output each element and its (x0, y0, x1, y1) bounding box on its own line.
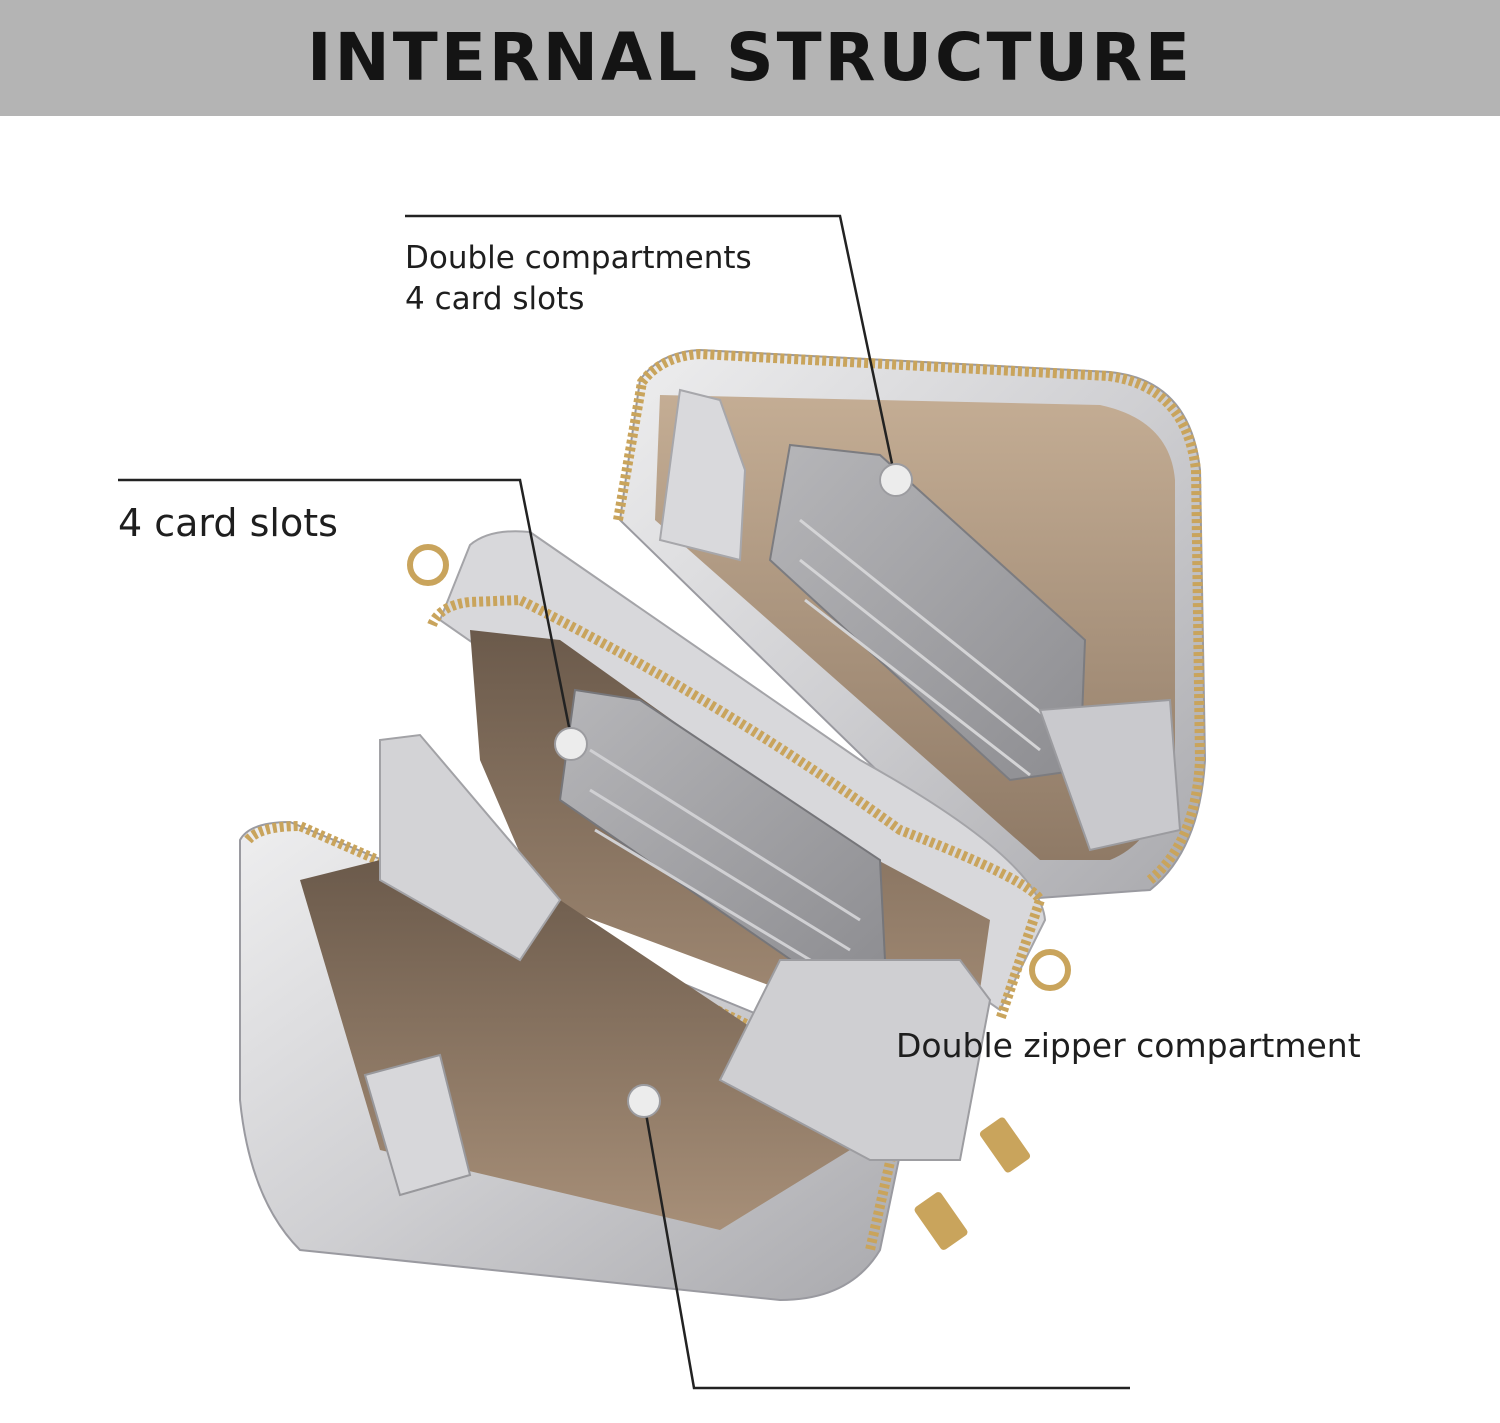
front-compartment (239, 733, 992, 1302)
zipper-pull-1 (979, 1117, 1031, 1173)
right-ring (1029, 949, 1071, 991)
callout-label-card-slots: 4 card slots (118, 500, 338, 546)
callout-label-line: 4 card slots (118, 501, 338, 545)
header-banner: INTERNAL STRUCTURE (0, 0, 1500, 116)
marker-bottom (627, 1084, 661, 1118)
marker-mid (554, 727, 588, 761)
back-zipper (613, 348, 1206, 884)
zipper-pull-2 (914, 1192, 968, 1250)
callout-line-bottom (642, 1101, 1130, 1390)
callout-line-mid (118, 478, 574, 743)
middle-compartment (427, 530, 1047, 1060)
callout-label-line: Double zipper compartment (896, 1026, 1361, 1065)
callout-label-double-compartments: Double compartments 4 card slots (405, 238, 752, 320)
left-ring (407, 544, 449, 586)
callout-label-line: 4 card slots (405, 281, 585, 317)
marker-top (879, 463, 913, 497)
callout-label-line: Double compartments (405, 240, 752, 276)
page-title: INTERNAL STRUCTURE (307, 19, 1193, 96)
callout-line-top (405, 214, 897, 479)
back-compartment (613, 348, 1207, 902)
front-strap-tab (363, 1053, 472, 1197)
middle-zipper (427, 594, 1046, 1022)
callout-label-double-zipper: Double zipper compartment (896, 1024, 1361, 1068)
